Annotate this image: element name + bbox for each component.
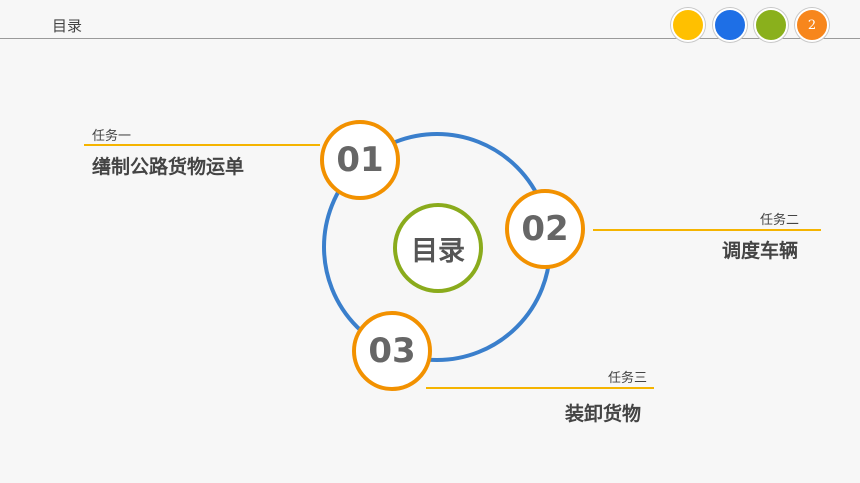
task-1-title: 缮制公路货物运单 xyxy=(92,156,245,178)
page-number-badge: 2 xyxy=(795,8,829,42)
node-03: 03 xyxy=(352,311,432,391)
header-title: 目录 xyxy=(52,17,83,35)
dot-yellow xyxy=(671,8,705,42)
header-divider xyxy=(0,38,860,39)
task-1-label: 任务一 xyxy=(92,129,132,144)
task-3-label: 任务三 xyxy=(608,371,648,386)
task-2-label: 任务二 xyxy=(760,213,800,228)
dot-blue xyxy=(713,8,747,42)
dot-green xyxy=(754,8,788,42)
page-indicator-dots: 2 xyxy=(0,0,860,60)
task-1-line xyxy=(84,144,320,146)
task-2-title: 调度车辆 xyxy=(722,240,799,262)
task-3-line xyxy=(426,387,654,389)
node-02: 02 xyxy=(505,189,585,269)
task-3-title: 装卸货物 xyxy=(565,403,642,425)
task-2-line xyxy=(593,229,821,231)
center-node: 目录 xyxy=(393,203,483,293)
node-01: 01 xyxy=(320,120,400,200)
